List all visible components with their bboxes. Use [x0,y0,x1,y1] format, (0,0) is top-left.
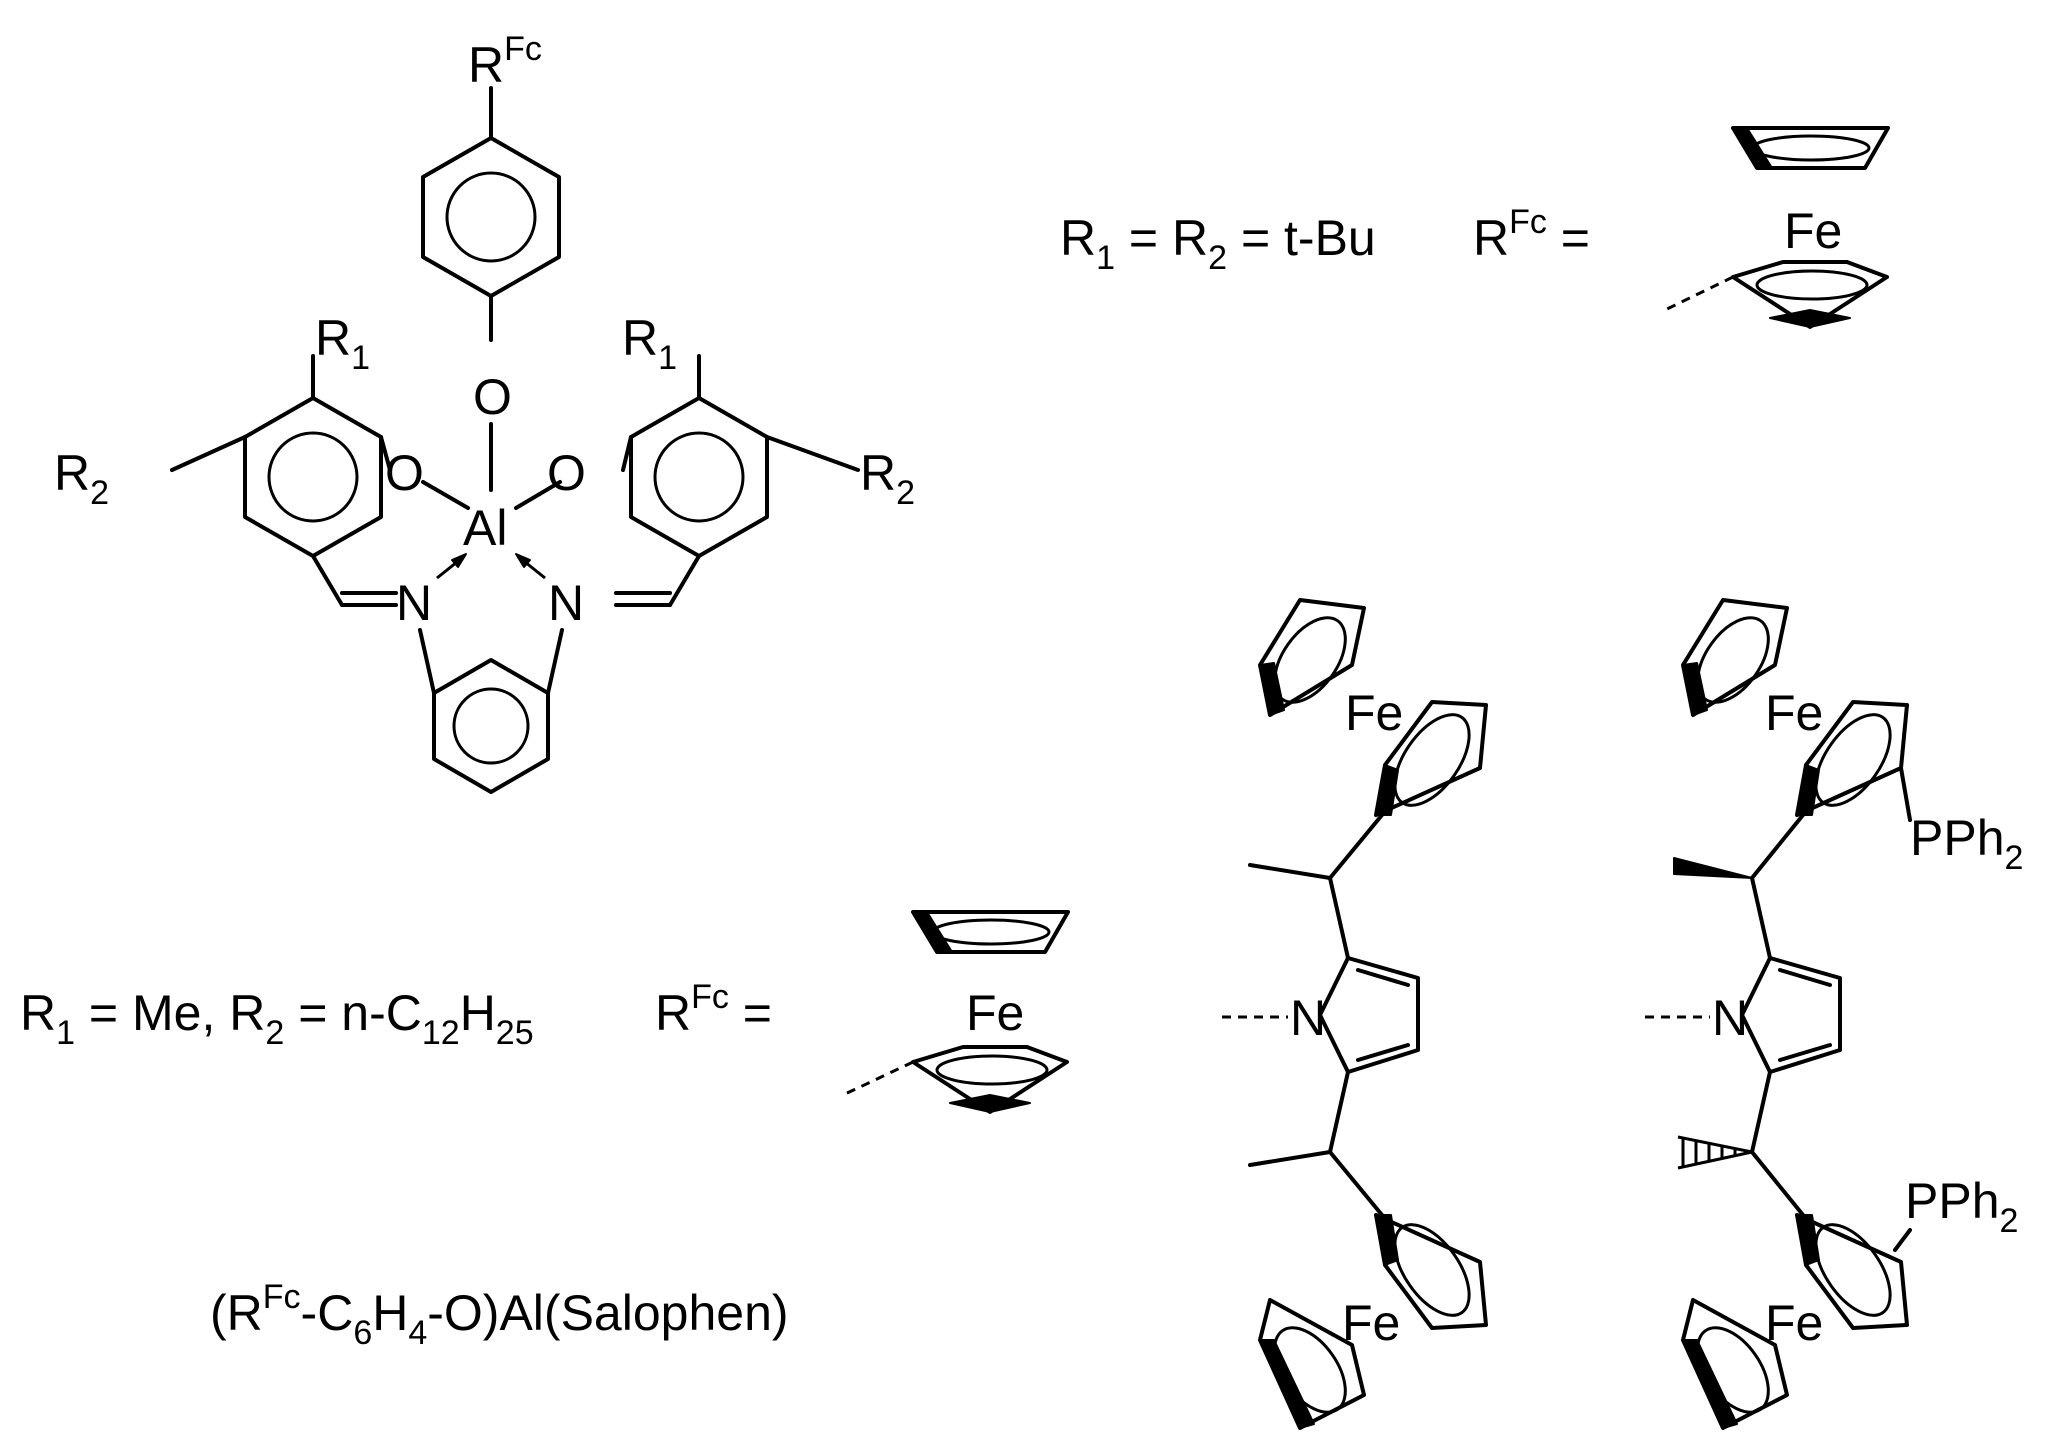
ferrocene-top-right: Fe [1681,598,1912,822]
pph2-top: PPh2 [1910,810,2023,877]
hashed-methyl-bond [1677,1135,1753,1170]
ferrocene-bottom-left: Fe [1258,1213,1488,1430]
definition-bottom: R1 = Me, R2 = n-C12H25 RFc = Fe [20,910,1070,1114]
oxygen-top: O [473,369,512,425]
definition-top: R1 = R2 = t-Bu RFc = Fe [1060,126,1890,329]
ferrocene-top-left: Fe [1258,598,1488,817]
ferrocene-bottom-right: Fe [1681,1213,1912,1430]
r1-right: R1 [622,310,677,377]
pyrrole-ferrocene-right: Fe PPh2 N [1645,598,2023,1430]
r1-left: R1 [315,310,370,377]
r2-right: R2 [860,445,915,512]
iron-label-bottom-def: Fe [966,985,1024,1041]
top-phenyl-ring [421,86,561,342]
rfc-substituent: RFc [468,30,542,93]
oxygen-right: O [547,445,586,501]
definition-top-text: R1 = R2 = t-Bu [1060,210,1376,277]
definition-top-rfc: RFc = [1473,203,1590,266]
left-phenol-ring [170,354,398,607]
nitrogen-pyrrole-left: N [1290,990,1326,1046]
iron-label-right-bottom: Fe [1765,1295,1823,1351]
pph2-bottom: PPh2 [1905,1173,2018,1240]
aluminum-atom: Al [463,500,507,556]
salophen-complex: RFc O R1 R2 O R1 R2 [54,30,915,1352]
ferrocene-bottom-definition: Fe [842,910,1070,1114]
oxygen-left: O [385,445,424,501]
salophen-caption: (RFc-C6H4-O)Al(Salophen) [210,1278,789,1352]
bottom-phenylene-ring [418,628,564,794]
r2-left: R2 [54,445,109,512]
iron-label-left-top: Fe [1345,685,1403,741]
right-phenol-ring [614,354,860,607]
nitrogen-right: N [548,575,584,631]
iron-label-right-top: Fe [1765,685,1823,741]
nitrogen-left: N [396,575,432,631]
iron-label-left-bottom: Fe [1342,1295,1400,1351]
definition-bottom-text: R1 = Me, R2 = n-C12H25 [20,985,534,1052]
iron-label-top-def: Fe [1784,203,1842,259]
nitrogen-pyrrole-right: N [1712,990,1748,1046]
ferrocene-top-definition: Fe [1664,126,1890,329]
pyrrole-ferrocene-left: Fe N Fe [1222,598,1488,1430]
definition-bottom-rfc: RFc = [655,978,772,1041]
dative-bond-arrows [436,553,546,580]
